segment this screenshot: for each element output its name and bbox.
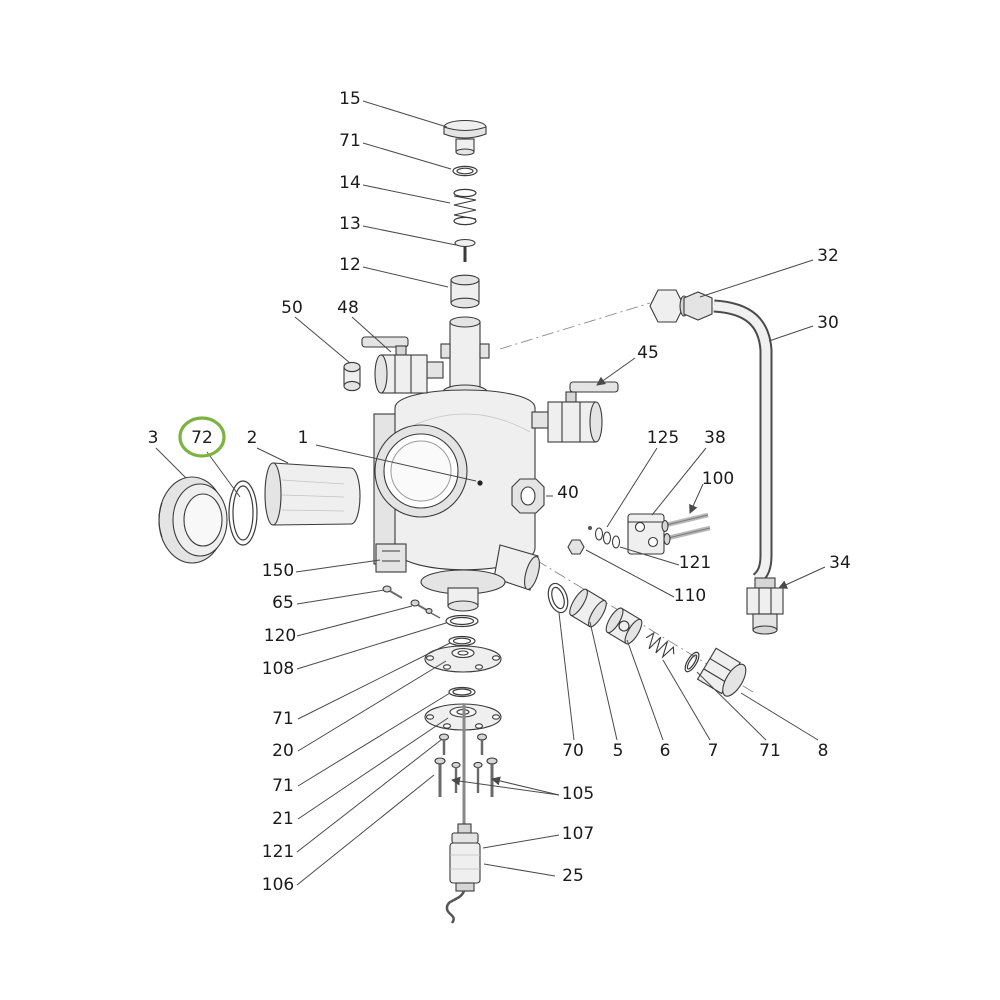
end-cap-part-3 [158, 476, 228, 564]
tube-part-30 [713, 299, 773, 584]
spring-part-14 [453, 188, 477, 226]
part-label-110: 110 [674, 586, 706, 606]
part-label-1: 1 [298, 428, 309, 448]
part-label-7: 7 [708, 741, 719, 761]
cable [445, 890, 466, 924]
part-label-48: 48 [337, 298, 359, 318]
part-label-21: 21 [272, 809, 294, 829]
fasteners-group-right [567, 512, 711, 555]
part-label-15: 15 [339, 89, 361, 109]
main-body-part-1 [373, 316, 545, 612]
fitting-part-34 [746, 577, 784, 635]
part-labels: 15 71 14 13 12 50 48 32 30 45 3 72 2 1 4… [148, 89, 851, 895]
o-ring-part-72 [228, 480, 258, 546]
part-label-3: 3 [148, 428, 159, 448]
leader-lines [155, 100, 826, 886]
part-label-121-bottom: 121 [262, 842, 294, 862]
part-label-50: 50 [281, 298, 303, 318]
nut-part-110 [567, 539, 585, 555]
part-label-105: 105 [562, 784, 594, 804]
part-label-14: 14 [339, 173, 361, 193]
washer-part-125 [594, 527, 604, 541]
center-mark-dot [477, 480, 483, 486]
part-label-71-right: 71 [759, 741, 781, 761]
part-label-38: 38 [704, 428, 726, 448]
o-ring-part-70 [547, 582, 569, 614]
part-label-71-mid2: 71 [272, 776, 294, 796]
elbow-fitting-part-32 [649, 289, 713, 323]
part-label-20: 20 [272, 741, 294, 761]
o-ring-part-71-mid1 [448, 635, 476, 647]
fitting-part-50 [343, 361, 361, 392]
part-label-121-right: 121 [679, 553, 711, 573]
part-label-34: 34 [829, 553, 851, 573]
part-label-2: 2 [247, 428, 258, 448]
part-label-25: 25 [562, 866, 584, 886]
spring-part-7 [645, 631, 675, 659]
part-label-65: 65 [272, 593, 294, 613]
part-label-107: 107 [562, 824, 594, 844]
screw-part-65 [382, 585, 403, 599]
ball-valve-part-48 [361, 336, 444, 394]
screw-part-120 [410, 599, 441, 619]
part-label-72: 72 [191, 428, 213, 448]
part-label-70: 70 [562, 741, 584, 761]
part-label-71-top: 71 [339, 131, 361, 151]
part-label-150: 150 [262, 561, 294, 581]
part-label-30: 30 [817, 313, 839, 333]
part-label-108: 108 [262, 659, 294, 679]
part-label-40: 40 [557, 483, 579, 503]
bracket-part-150 [375, 543, 407, 573]
solenoid-part-25-107 [445, 823, 481, 924]
o-ring-part-71-right [684, 651, 700, 673]
screws-part-100 [661, 512, 711, 546]
o-ring-part-108 [445, 614, 479, 628]
part-label-5: 5 [613, 741, 624, 761]
part-label-71-mid1: 71 [272, 709, 294, 729]
part-label-45: 45 [637, 343, 659, 363]
o-ring-part-71-mid2 [448, 686, 476, 698]
seat-part-5 [569, 588, 607, 628]
screws-part-121-bottom [438, 733, 488, 755]
block-part-38 [627, 513, 665, 555]
part-label-8: 8 [818, 741, 829, 761]
cap-part-15 [443, 119, 487, 156]
part-label-13: 13 [339, 214, 361, 234]
part-label-12: 12 [339, 255, 361, 275]
flange-part-20 [424, 645, 502, 673]
filter-cartridge-part-2 [264, 462, 361, 526]
part-label-106: 106 [262, 875, 294, 895]
washer-part-121-right [611, 535, 621, 549]
piston-part-6 [605, 607, 643, 645]
highlight-circle-72 [178, 416, 226, 458]
o-ring-part-71-top [452, 165, 478, 177]
part-label-100: 100 [702, 469, 734, 489]
bolts-part-106-105 [434, 757, 498, 797]
plug-part-8 [696, 647, 747, 697]
part-label-6: 6 [660, 741, 671, 761]
part-label-125: 125 [647, 428, 679, 448]
centerlines [499, 302, 754, 693]
sleeve-part-12 [450, 274, 480, 309]
part-label-32: 32 [817, 246, 839, 266]
ball-valve-part-45 [531, 381, 619, 443]
part-label-120: 120 [264, 626, 296, 646]
poppet-part-13 [454, 238, 476, 262]
